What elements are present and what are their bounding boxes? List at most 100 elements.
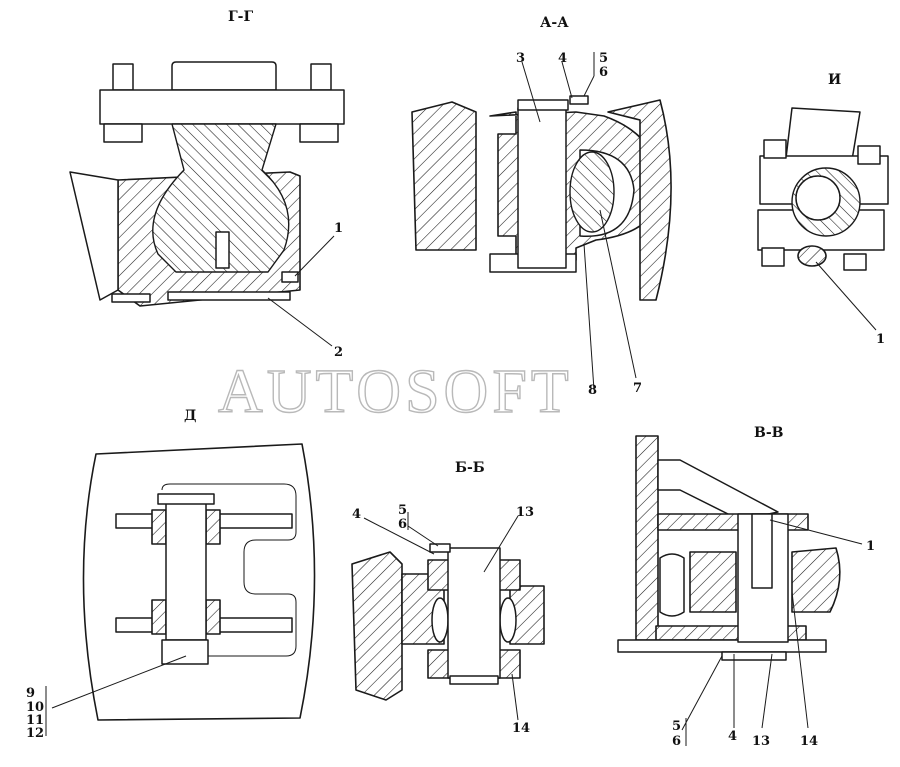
- bolt-head-left: [112, 63, 134, 91]
- shaft-3: [517, 107, 567, 269]
- leader-5-6: [583, 75, 595, 97]
- callout-12: 12: [26, 726, 44, 741]
- callout-5: 5: [599, 51, 608, 66]
- callout-8: 8: [588, 383, 597, 398]
- nut-right: [299, 123, 339, 143]
- view-title-i: И: [828, 72, 841, 88]
- view-a-a: А-А 3 4 5 6 7 8: [411, 15, 672, 398]
- leader-3: [521, 61, 541, 123]
- callout-4: 4: [558, 51, 567, 66]
- callout-vv-6: 6: [672, 734, 681, 749]
- rod: [785, 107, 861, 161]
- callout-i-1: 1: [876, 332, 885, 347]
- view-v-v: В-В 1 5 6 4 13 14: [617, 425, 875, 749]
- leader-i-1: [815, 261, 877, 331]
- view-title-d: Д: [184, 408, 196, 424]
- lock-pin: [797, 245, 827, 267]
- leader-vv-5-6: [681, 655, 723, 731]
- vv-key-1: [751, 513, 773, 589]
- callout-vv-13: 13: [752, 734, 770, 749]
- view-d: Д 9 10 11 12: [26, 408, 316, 741]
- bolt-5-6: [569, 95, 589, 105]
- bottom-shim: [111, 293, 151, 303]
- leader-vv-13: [761, 653, 773, 729]
- leader-9-12: [51, 655, 187, 709]
- view-i: И 1: [757, 72, 889, 347]
- callout-3: 3: [516, 51, 525, 66]
- spherical-bearing: [569, 151, 615, 233]
- top-cap: [171, 61, 277, 91]
- leader-vv-14: [791, 591, 809, 729]
- view-title-b-b: Б-Б: [455, 460, 485, 476]
- vv-base: [617, 639, 827, 653]
- bb-washer: [449, 675, 499, 685]
- view-g-g: Г-Г 1 2: [69, 9, 345, 360]
- vv-hub-left: [689, 551, 737, 613]
- bottom-plate: [167, 291, 291, 301]
- leader-4: [561, 61, 573, 99]
- callout-bb-6: 6: [398, 517, 407, 532]
- vv-washer: [721, 651, 787, 661]
- vv-hub-right: [791, 547, 841, 613]
- d-frame: [82, 443, 316, 721]
- left-bracket: [411, 101, 477, 251]
- nut-top-right: [857, 145, 881, 165]
- leader-bb-14: [511, 673, 519, 721]
- callout-vv-1: 1: [866, 539, 875, 554]
- nut-top-left: [763, 139, 787, 159]
- d-bush-br: [205, 599, 221, 635]
- bb-bearing-left: [431, 597, 449, 643]
- leader-bb-5-6: [407, 525, 439, 547]
- bolt-head-right: [310, 63, 332, 91]
- leader-8: [583, 243, 595, 391]
- vv-gusset: [657, 459, 779, 521]
- vv-wall: [635, 435, 659, 641]
- callout-1: 1: [334, 221, 343, 236]
- vv-roller: [659, 553, 685, 617]
- d-outline: [161, 483, 297, 657]
- d-nut: [161, 639, 209, 665]
- callout-9: 9: [26, 686, 35, 701]
- callout-7: 7: [633, 381, 642, 396]
- view-b-b: Б-Б 5 6 4 13 14: [351, 460, 545, 736]
- view-title-v-v: В-В: [754, 425, 784, 441]
- clamp-bore: [795, 175, 841, 221]
- leader-vv-1: [769, 519, 863, 545]
- view-title-g-g: Г-Г: [228, 9, 253, 25]
- callout-bb-13: 13: [516, 505, 534, 520]
- view-title-a-a: А-А: [540, 15, 569, 31]
- leader-1: [294, 235, 335, 277]
- watermark: AUTOSOFT: [218, 358, 573, 426]
- callout-10: 10: [26, 700, 44, 715]
- right-cover: [607, 99, 672, 301]
- top-plate: [99, 89, 345, 125]
- ball-joint: [152, 123, 290, 273]
- callout-bb-14: 14: [512, 721, 530, 736]
- callout-11: 11: [26, 713, 44, 728]
- housing-flange-left: [69, 171, 119, 301]
- d-bush-tr: [205, 509, 221, 545]
- bb-bearing-right: [499, 597, 517, 643]
- d-pin-head: [157, 493, 215, 505]
- callout-bb-5: 5: [398, 503, 407, 518]
- callout-vv-14: 14: [800, 734, 818, 749]
- nut-left: [103, 123, 143, 143]
- shaft-head: [517, 99, 569, 111]
- d-pin: [165, 499, 207, 641]
- callout-vv-5: 5: [672, 719, 681, 734]
- bb-left-bracket: [351, 551, 403, 701]
- callout-vv-4: 4: [728, 729, 737, 744]
- bb-bolt: [429, 543, 451, 553]
- callout-bb-4: 4: [352, 507, 361, 522]
- lock-bolt: [281, 271, 299, 283]
- bb-shaft-13: [447, 547, 501, 679]
- leader-bb-13: [483, 515, 519, 573]
- d-bush-tl: [151, 509, 167, 545]
- d-bush-bl: [151, 599, 167, 635]
- nut-bottom-right: [843, 253, 867, 271]
- callout-2: 2: [334, 345, 343, 360]
- leader-7: [599, 209, 637, 379]
- center-pin: [215, 231, 230, 269]
